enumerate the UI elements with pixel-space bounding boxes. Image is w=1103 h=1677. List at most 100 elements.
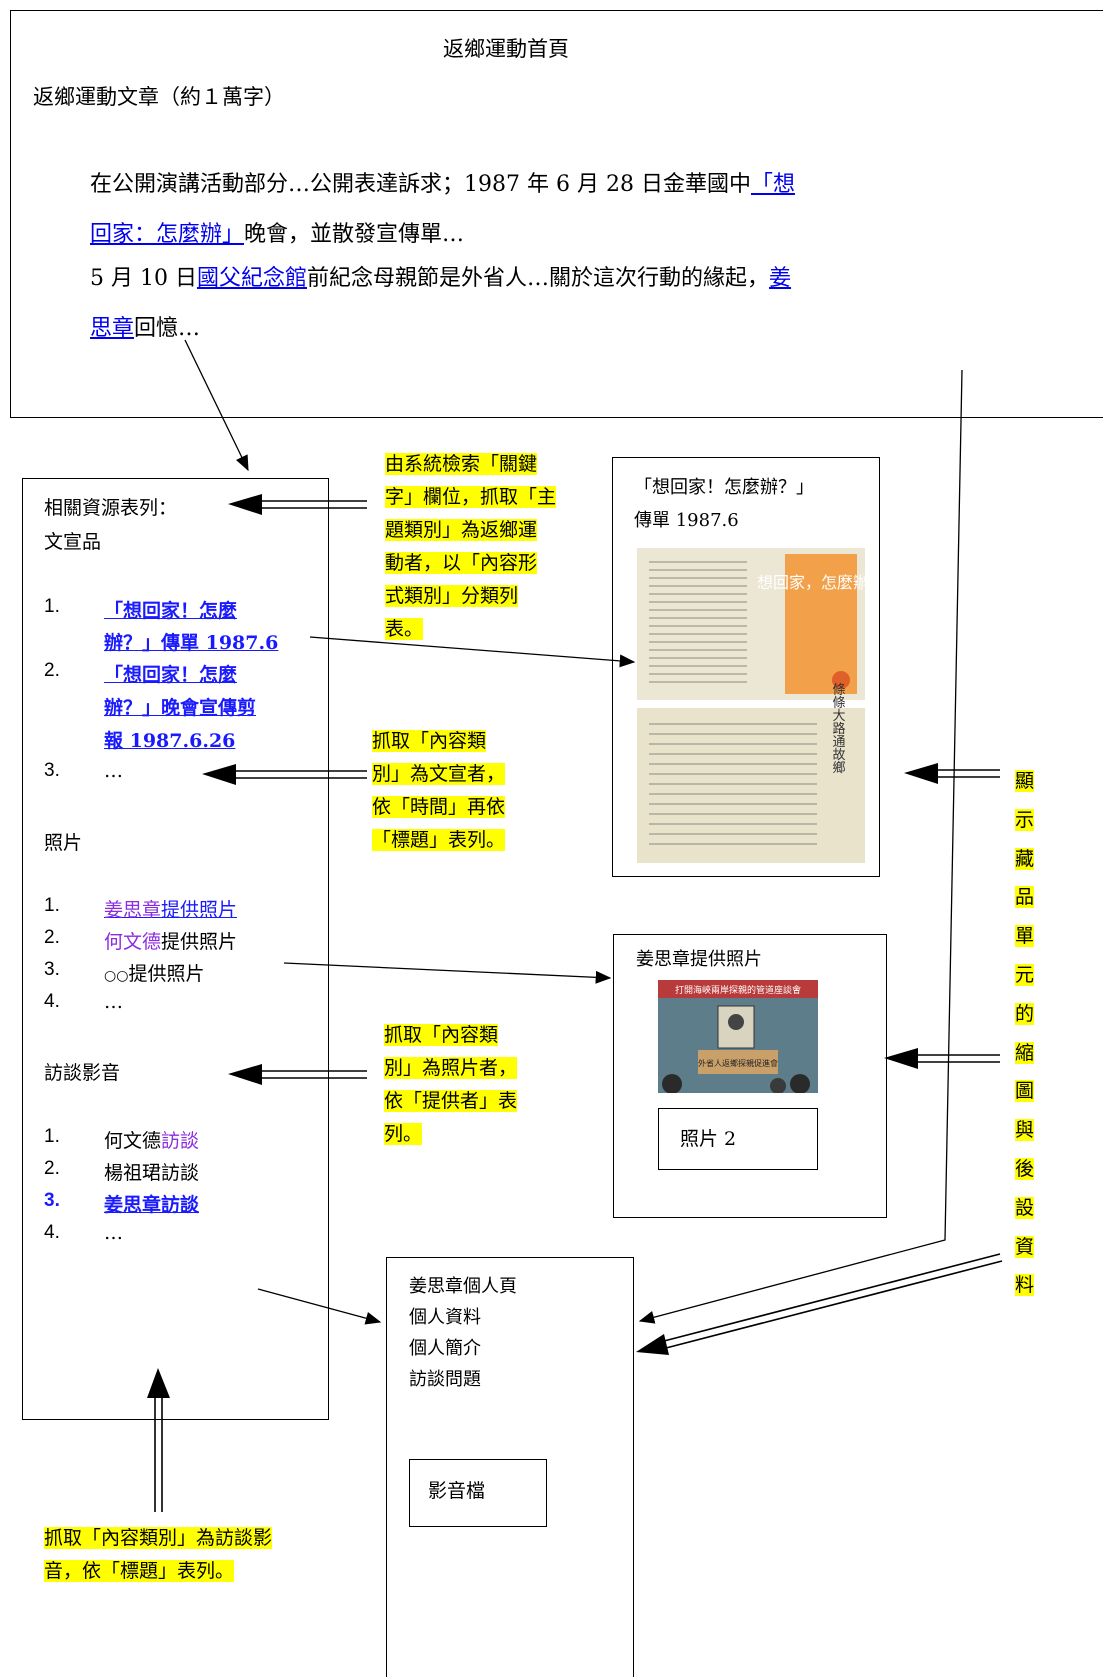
article-link-person-cont[interactable]: 思章: [90, 316, 135, 341]
list-num: 4.: [44, 1222, 60, 1243]
article-text: 晚會，並散發宣傳單…: [244, 222, 465, 247]
article-line-2: 回家：怎麼辦」晚會，並散發宣傳單…: [90, 216, 464, 248]
flyer-thumbnail[interactable]: 想回家，怎麼辦？ 條條大路通故鄉: [637, 548, 885, 863]
list-num: 2.: [44, 927, 60, 948]
list-num: 2.: [44, 660, 60, 681]
note-line: 由系統檢索「關鍵: [385, 453, 538, 475]
list-item-flyer[interactable]: 辦？」傳單 1987.6: [104, 628, 278, 655]
photo-caption: 姜思章提供照片: [636, 949, 762, 970]
flyer-image-title: 想回家，怎麼辦？: [757, 573, 865, 592]
flyer-image: 想回家，怎麼辦？ 條條大路通故鄉: [637, 548, 885, 863]
interview-label: 訪談: [161, 1130, 200, 1152]
list-item-flyer-line[interactable]: 「想回家！怎麼: [104, 600, 238, 622]
note-line: 題類別」為返鄉運: [385, 519, 538, 541]
article-text: 5 月 10 日: [90, 266, 197, 291]
note-photo: 抓取「內容類 別」為照片者， 依「提供者」表 列。: [384, 1019, 518, 1151]
article-link-event-cont[interactable]: 回家：怎麼辦」: [90, 222, 245, 247]
note-keyword-search: 由系統檢索「關鍵 字」欄位，抓取「主 題類別」為返鄉運 動者，以「內容形 式類別…: [385, 448, 557, 646]
list-item-photo-he: 何文德提供照片: [104, 927, 237, 954]
article-link-memorial[interactable]: 國父紀念館: [196, 266, 307, 291]
list-item-clipping[interactable]: 「想回家！怎麼: [104, 660, 237, 687]
note-char: 縮: [1015, 1041, 1035, 1064]
list-item-clipping-line[interactable]: 「想回家！怎麼: [104, 664, 238, 686]
note-char: 資: [1015, 1235, 1035, 1258]
note-char: 與: [1015, 1119, 1035, 1142]
list-item-more: …: [104, 1222, 123, 1244]
list-item-more: …: [104, 991, 123, 1013]
list-item-interview-yang: 楊祖珺訪談: [104, 1162, 200, 1184]
list-num: 1.: [44, 895, 60, 916]
article-link-event[interactable]: 「想: [750, 172, 795, 197]
note-char: 品: [1015, 886, 1035, 909]
note-propaganda: 抓取「內容類 別」為文宣者， 依「時間」再依 「標題」表列。: [372, 725, 506, 857]
note-line: 列。: [384, 1123, 423, 1145]
note-line: 音，依「標題」表列。: [44, 1560, 235, 1582]
photo-podium-text: 外省人返鄉探親促進會: [698, 1058, 778, 1068]
note-line: 抓取「內容類: [384, 1024, 499, 1046]
article-text: 回憶…: [134, 316, 201, 341]
article-text: 在公開演講活動部分…公開表達訴求；1987 年 6 月 28 日金華國中: [90, 172, 751, 197]
media-file-label: 影音檔: [428, 1480, 486, 1502]
photo-image: 打開海峽兩岸探親的管道座談會 外省人返鄉探親促進會: [658, 980, 818, 1094]
arrow-photo: [283, 962, 612, 984]
note-char: 設: [1015, 1196, 1035, 1219]
photo-2-label: 照片 2: [680, 1128, 737, 1150]
article-line-1: 在公開演講活動部分…公開表達訴求；1987 年 6 月 28 日金華國中「想: [90, 166, 795, 198]
flyer-image-lower: 條條大路通故鄉: [830, 683, 846, 774]
list-item-more: …: [104, 760, 123, 782]
note-line: 字」欄位，抓取「主: [385, 486, 557, 508]
note-char: 顯: [1015, 770, 1035, 792]
article-line-4: 思章回憶…: [90, 310, 200, 342]
photo-provider: ○○: [104, 968, 129, 984]
person-page-title: 姜思章個人頁: [409, 1276, 517, 1297]
list-item-flyer[interactable]: 「想回家！怎麼: [104, 596, 237, 623]
list-item-clipping[interactable]: 報 1987.6.26: [104, 726, 235, 753]
list-item-clipping[interactable]: 辦？」晚會宣傳剪: [104, 693, 256, 720]
article-link-person[interactable]: 姜: [769, 266, 792, 291]
note-char: 圖: [1015, 1080, 1035, 1103]
note-char: 元: [1015, 963, 1035, 986]
note-line: 抓取「內容類: [372, 730, 487, 752]
list-item-interview-he: 何文德訪談: [104, 1126, 199, 1153]
note-line: 依「時間」再依: [372, 796, 506, 818]
list-num: 4.: [44, 991, 60, 1012]
photo-banner-text: 打開海峽兩岸探親的管道座談會: [675, 984, 801, 996]
homepage-box: 返鄉運動首頁 返鄉運動文章（約１萬字）: [10, 10, 1103, 418]
person-interview-questions[interactable]: 訪談問題: [409, 1369, 481, 1390]
photo-provider[interactable]: 姜思章: [104, 899, 162, 921]
section-title-photo: 照片: [44, 832, 83, 854]
list-num: 2.: [44, 1158, 60, 1179]
person-bio[interactable]: 個人簡介: [409, 1338, 481, 1359]
list-item-photo-other: ○○提供照片: [104, 959, 204, 986]
photo-provider: 何文德: [104, 931, 162, 953]
photo-label: 提供照片: [161, 931, 238, 953]
note-char: 的: [1015, 1002, 1035, 1025]
list-item-clipping-line[interactable]: 報 1987.6.26: [104, 730, 236, 752]
person-profile[interactable]: 個人資料: [409, 1307, 481, 1328]
note-interview: 抓取「內容類別」為訪談影 音，依「標題」表列。: [44, 1522, 273, 1588]
list-item-clipping-line[interactable]: 辦？」晚會宣傳剪: [104, 697, 257, 719]
note-line: 別」為文宣者，: [372, 763, 506, 785]
list-num: 3.: [44, 1190, 60, 1211]
list-num: 1.: [44, 1126, 60, 1147]
note-line: 動者，以「內容形: [385, 552, 538, 574]
interview-name: 何文德: [104, 1130, 162, 1152]
note-line: 表。: [385, 618, 424, 640]
article-text: 前紀念母親節是外省人…關於這次行動的緣起，: [307, 266, 770, 291]
note-char: 藏: [1015, 847, 1035, 870]
resource-list-heading: 相關資源表列：: [44, 497, 178, 519]
homepage-title: 返鄉運動首頁: [443, 37, 569, 61]
list-num: 1.: [44, 596, 60, 617]
photo-label[interactable]: 提供照片: [161, 899, 238, 921]
note-char: 示: [1015, 808, 1035, 831]
note-line: 式類別」分類列: [385, 585, 519, 607]
list-item-photo-jiang[interactable]: 姜思章提供照片: [104, 895, 237, 922]
media-file-box[interactable]: [409, 1459, 547, 1527]
note-line: 「標題」表列。: [372, 829, 506, 851]
photo-thumbnail[interactable]: 打開海峽兩岸探親的管道座談會 外省人返鄉探親促進會: [658, 980, 818, 1094]
list-num: 3.: [44, 959, 60, 980]
article-heading: 返鄉運動文章（約１萬字）: [33, 85, 285, 109]
note-char: 後: [1015, 1157, 1035, 1180]
list-item-interview-jiang[interactable]: 姜思章訪談: [104, 1194, 200, 1216]
list-item-flyer-line[interactable]: 辦？」傳單 1987.6: [104, 632, 279, 654]
